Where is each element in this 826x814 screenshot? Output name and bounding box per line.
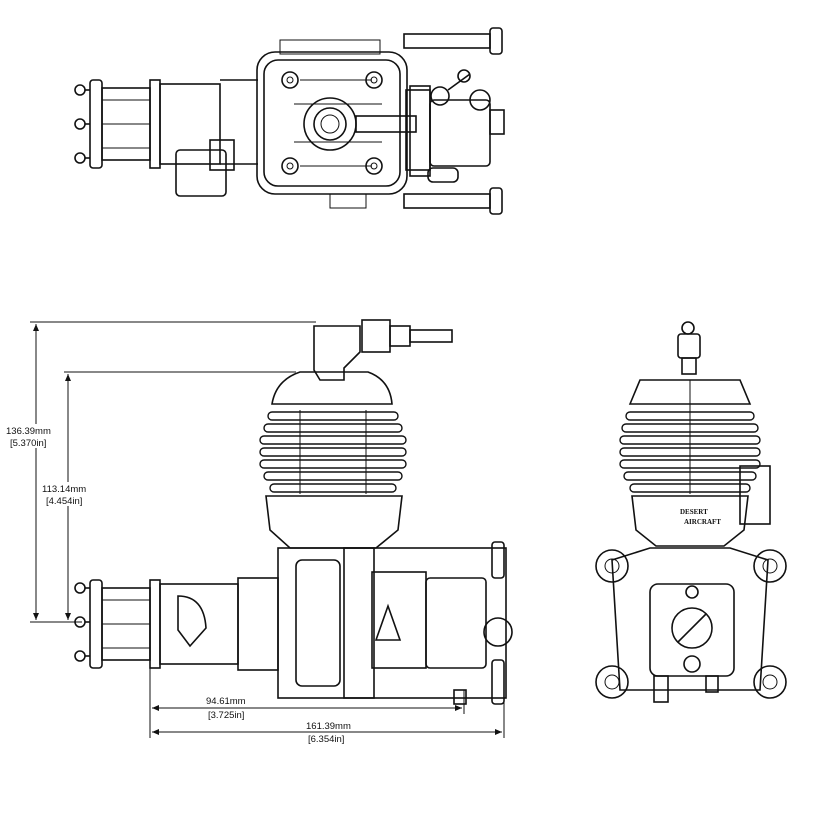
carburetor-top <box>403 27 505 215</box>
spark-plug-side <box>313 319 453 381</box>
cylinder-fins-front <box>619 380 761 494</box>
dim-length-total-mm: 161.39mm <box>306 721 351 732</box>
side-view <box>74 319 513 705</box>
dim-length-total-in: [6.354in] <box>308 734 344 745</box>
cylinder-head-top <box>256 39 417 209</box>
dim-height-mount-mm: 113.14mm <box>42 484 86 495</box>
dimension-lines <box>30 321 505 738</box>
top-view <box>74 27 505 215</box>
dim-height-total-in: [5.370in] <box>10 438 46 449</box>
logo-plate: DESERT AIRCRAFT <box>680 508 721 526</box>
dim-length-mount-mm: 94.61mm <box>206 696 246 707</box>
dim-length-mount-in: [3.725in] <box>208 710 244 721</box>
front-view: DESERT AIRCRAFT <box>595 321 787 703</box>
spark-plug-front <box>677 321 701 375</box>
cylinder-base-side <box>265 495 403 549</box>
dim-height-mount-in: [4.454in] <box>46 496 82 507</box>
logo-line-2: AIRCRAFT <box>684 518 721 526</box>
cylinder-fins-side <box>259 410 407 494</box>
prop-hub-top <box>74 79 258 197</box>
head-cover-side <box>271 371 393 405</box>
crankcase-side <box>277 541 513 705</box>
dimension-labels: 136.39mm [5.370in] 113.14mm [4.454in] 94… <box>4 424 354 745</box>
logo-line-1: DESERT <box>680 508 708 516</box>
prop-hub-side <box>74 577 279 671</box>
dim-height-total-mm: 136.39mm <box>6 426 51 437</box>
crankcase-front <box>595 547 787 703</box>
